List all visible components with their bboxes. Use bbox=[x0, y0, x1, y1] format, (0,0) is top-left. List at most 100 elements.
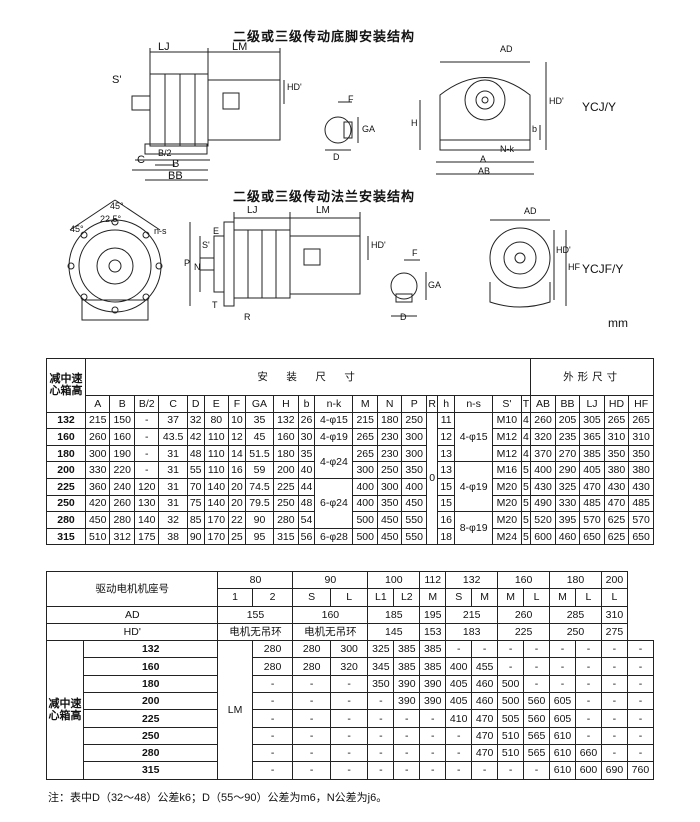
table-cell: 30 bbox=[297, 428, 316, 446]
motor-label: 驱动电机机座号 bbox=[45, 571, 219, 607]
table-cell: 25 bbox=[228, 527, 246, 546]
table-cell: - bbox=[626, 657, 655, 676]
table-cell: - bbox=[367, 692, 395, 711]
ad-cell: 185 bbox=[367, 605, 421, 624]
hd-label: HD' bbox=[45, 622, 219, 642]
flange-shaft-section bbox=[390, 259, 427, 317]
sub-header: M bbox=[471, 588, 499, 607]
frame-cell: 100 bbox=[367, 570, 421, 590]
table-cell: 15 bbox=[437, 477, 456, 496]
table-cell: - bbox=[445, 640, 473, 659]
row-header: 160 bbox=[82, 657, 219, 676]
table-cell: 600 bbox=[574, 761, 602, 780]
table-cell: - bbox=[549, 640, 576, 659]
table-cell: 280 bbox=[109, 511, 135, 529]
angle-45-left-label: 45° bbox=[70, 224, 84, 234]
table-cell: 180 bbox=[273, 444, 299, 463]
table-cell: - bbox=[329, 726, 369, 745]
table-cell: 400 bbox=[445, 657, 473, 676]
sub-header: S bbox=[445, 588, 473, 607]
table-cell: - bbox=[292, 709, 331, 728]
table-cell: 40 bbox=[297, 461, 316, 479]
frame-cell: 160 bbox=[497, 570, 551, 590]
table-cell: - bbox=[574, 674, 602, 694]
table-cell: 300 bbox=[329, 640, 369, 659]
dim-r-label: R bbox=[244, 312, 251, 322]
table-cell: 55 bbox=[186, 461, 205, 479]
sub-header: L bbox=[600, 588, 628, 607]
table-cell: - bbox=[626, 692, 655, 711]
table-cell: - bbox=[600, 657, 628, 676]
angle-45-label: 45° bbox=[110, 201, 124, 211]
dim-p-label: P bbox=[184, 258, 191, 268]
table-cell: 140 bbox=[203, 494, 230, 513]
rowhead-cell: 减中速心箱高 bbox=[46, 640, 84, 780]
table-cell: 140 bbox=[203, 477, 230, 496]
table-cell: 390 bbox=[419, 692, 447, 711]
table-cell: 5 bbox=[520, 511, 532, 529]
table-cell: 220 bbox=[109, 461, 135, 479]
ad-label: AD bbox=[45, 605, 219, 624]
table-cell: 5 bbox=[520, 494, 532, 513]
table-cell: 59 bbox=[244, 461, 275, 479]
dim-n-label: N bbox=[194, 262, 201, 272]
table-cell: 405 bbox=[445, 674, 473, 694]
table-cell: 305 bbox=[579, 411, 605, 430]
dim-lj2-label: LJ bbox=[247, 205, 258, 216]
dim-e-label: E bbox=[213, 226, 220, 236]
table-cell: - bbox=[445, 743, 473, 763]
table-cell: - bbox=[251, 726, 294, 745]
table-cell: 400 bbox=[352, 477, 378, 496]
table-cell: 470 bbox=[471, 726, 499, 745]
table-cell: - bbox=[329, 709, 369, 728]
table-cell: - bbox=[626, 674, 655, 694]
table-cell: 405 bbox=[579, 461, 605, 479]
table-cell: 74.5 bbox=[244, 477, 275, 496]
table-cell: 450 bbox=[84, 511, 111, 529]
table-cell: - bbox=[292, 674, 331, 694]
table-cell: 51.5 bbox=[244, 444, 275, 463]
table-cell: 31 bbox=[158, 477, 188, 496]
table-cell: - bbox=[292, 726, 331, 745]
row-header: 200 bbox=[82, 692, 219, 711]
ad-cell: 215 bbox=[445, 605, 499, 624]
table-cell: - bbox=[419, 743, 447, 763]
table-cell: 500 bbox=[352, 511, 378, 529]
table-cell: 90 bbox=[244, 511, 275, 529]
table-cell: 400 bbox=[401, 477, 427, 496]
lm-cell: LM bbox=[217, 640, 253, 780]
table-cell: 410 bbox=[445, 709, 473, 728]
table-cell: 120 bbox=[133, 477, 160, 496]
column-header: n-k bbox=[314, 395, 354, 413]
table-cell: M24 bbox=[492, 527, 522, 546]
table-cell: 470 bbox=[471, 709, 499, 728]
foot-mount-title: 二级或三级传动底脚安装结构 bbox=[233, 29, 416, 44]
table-cell: 605 bbox=[549, 692, 576, 711]
table-cell: 170 bbox=[203, 511, 230, 529]
table-cell: 395 bbox=[554, 511, 581, 529]
table-cell: 6-φ28 bbox=[314, 527, 354, 546]
table-cell: - bbox=[574, 657, 602, 676]
table-cell: 420 bbox=[84, 494, 111, 513]
table-cell: 260 bbox=[84, 428, 111, 446]
dim-d2-label: D bbox=[400, 312, 407, 322]
table-cell: 405 bbox=[445, 692, 473, 711]
table-cell: 350 bbox=[367, 674, 395, 694]
sub-header: L bbox=[329, 588, 369, 607]
column-header: B/2 bbox=[133, 395, 160, 413]
table-cell: 350 bbox=[401, 461, 427, 479]
table-cell: 485 bbox=[628, 494, 654, 513]
frame-cell: 132 bbox=[445, 570, 499, 590]
table-cell: 450 bbox=[376, 527, 403, 546]
table-cell: 5 bbox=[520, 527, 532, 546]
dim-ns-label: n-s bbox=[154, 226, 167, 236]
hd-cell: 275 bbox=[600, 622, 628, 642]
table-cell: 690 bbox=[600, 761, 628, 780]
table-cell: - bbox=[549, 674, 576, 694]
flange-front-view bbox=[67, 199, 163, 321]
ad-cell: 155 bbox=[217, 605, 294, 624]
